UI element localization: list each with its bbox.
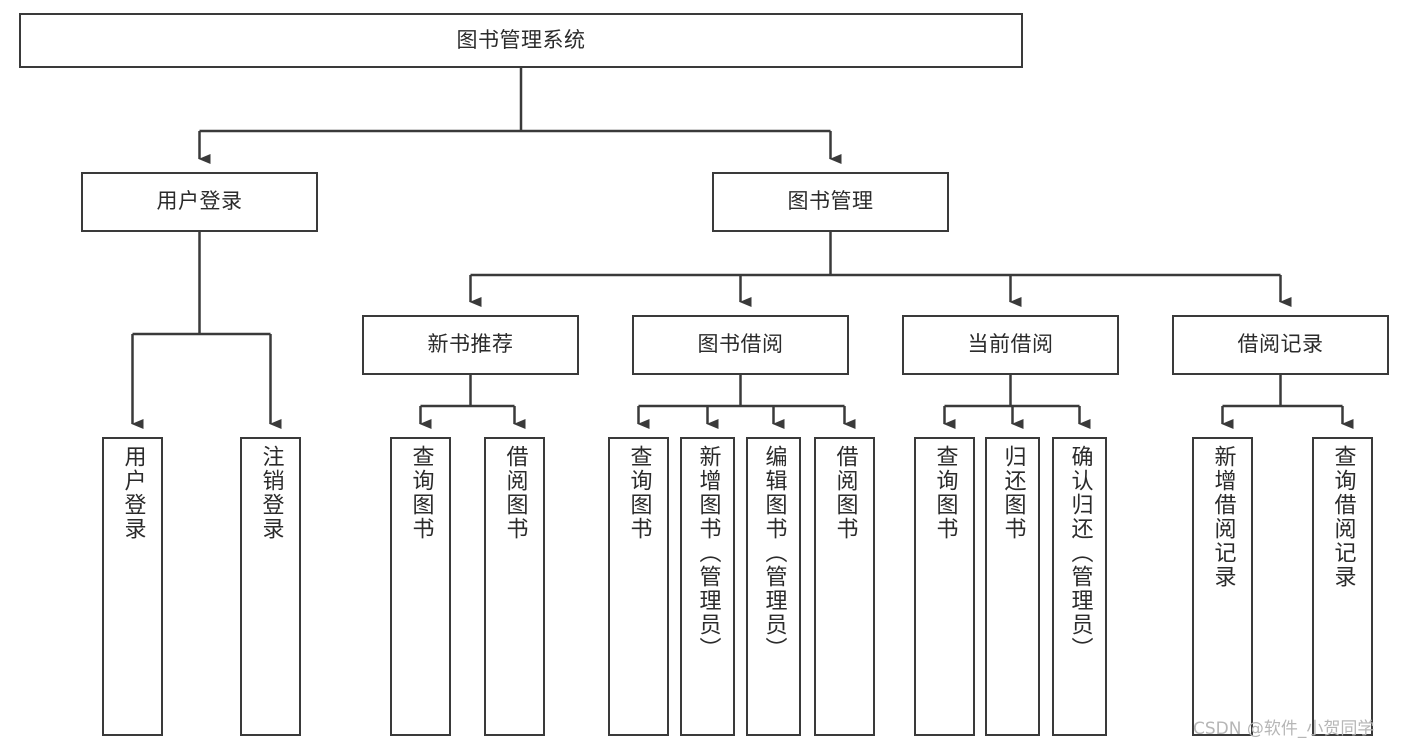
- leaf-node-5-label: 新增图书（管理员）: [695, 445, 721, 661]
- leaf-node-12[interactable]: 查询借阅记录: [1312, 437, 1373, 736]
- leaf-node-10[interactable]: 确认归还（管理员）: [1052, 437, 1107, 736]
- leaf-node-0-label: 用户登录: [120, 445, 146, 541]
- leaf-node-8-label: 查询图书: [932, 445, 958, 541]
- leaf-node-10-label: 确认归还（管理员）: [1067, 445, 1093, 661]
- leaf-node-5[interactable]: 新增图书（管理员）: [680, 437, 735, 736]
- leaf-node-1[interactable]: 注销登录: [240, 437, 301, 736]
- level2-node-0[interactable]: 用户登录: [81, 172, 318, 232]
- level2-node-1[interactable]: 图书管理: [712, 172, 949, 232]
- level3-node-2[interactable]: 当前借阅: [902, 315, 1119, 375]
- level2-node-0-label: 用户登录: [156, 189, 243, 214]
- leaf-node-8[interactable]: 查询图书: [914, 437, 975, 736]
- level2-node-1-label: 图书管理: [787, 189, 874, 214]
- leaf-node-6[interactable]: 编辑图书（管理员）: [746, 437, 801, 736]
- leaf-node-11[interactable]: 新增借阅记录: [1192, 437, 1253, 736]
- level3-node-3[interactable]: 借阅记录: [1172, 315, 1389, 375]
- leaf-node-7-label: 借阅图书: [832, 445, 858, 541]
- leaf-node-12-label: 查询借阅记录: [1330, 445, 1356, 589]
- level3-node-3-label: 借阅记录: [1237, 332, 1324, 357]
- level3-node-0[interactable]: 新书推荐: [362, 315, 579, 375]
- level3-node-1-label: 图书借阅: [697, 332, 784, 357]
- leaf-node-11-label: 新增借阅记录: [1210, 445, 1236, 589]
- level3-node-1[interactable]: 图书借阅: [632, 315, 849, 375]
- leaf-node-9[interactable]: 归还图书: [985, 437, 1040, 736]
- watermark: CSDN @软件_小贺同学: [1193, 719, 1375, 739]
- root-node[interactable]: 图书管理系统: [19, 13, 1023, 68]
- leaf-node-3[interactable]: 借阅图书: [484, 437, 545, 736]
- leaf-node-4[interactable]: 查询图书: [608, 437, 669, 736]
- leaf-node-6-label: 编辑图书（管理员）: [761, 445, 787, 661]
- leaf-node-2[interactable]: 查询图书: [390, 437, 451, 736]
- leaf-node-7[interactable]: 借阅图书: [814, 437, 875, 736]
- leaf-node-3-label: 借阅图书: [502, 445, 528, 541]
- leaf-node-2-label: 查询图书: [408, 445, 434, 541]
- leaf-node-4-label: 查询图书: [626, 445, 652, 541]
- leaf-node-1-label: 注销登录: [258, 445, 284, 541]
- leaf-node-0[interactable]: 用户登录: [102, 437, 163, 736]
- level3-node-2-label: 当前借阅: [967, 332, 1054, 357]
- leaf-node-9-label: 归还图书: [1000, 445, 1026, 541]
- level3-node-0-label: 新书推荐: [427, 332, 514, 357]
- root-node-label: 图书管理系统: [456, 27, 586, 52]
